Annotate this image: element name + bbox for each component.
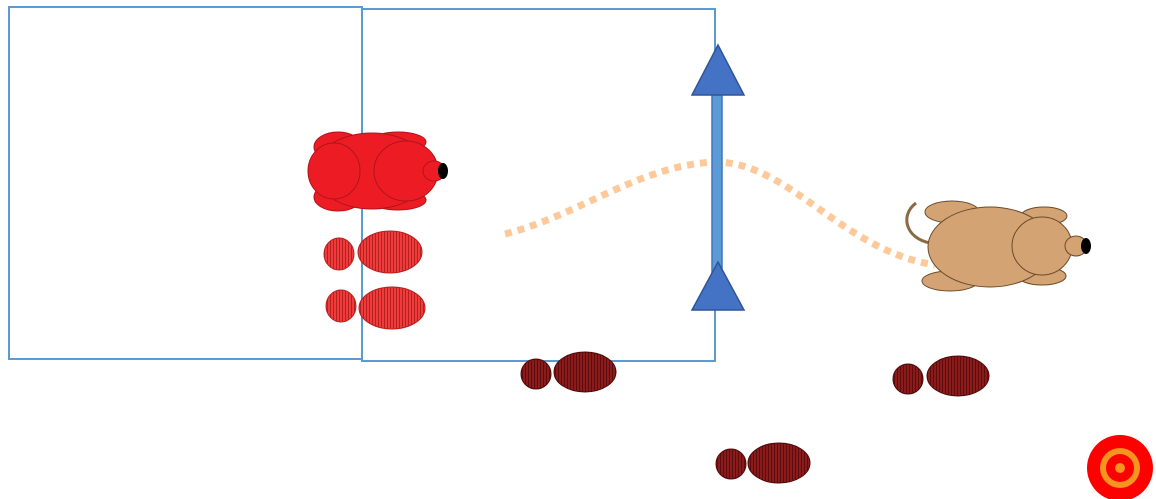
double-arrow-icon xyxy=(690,43,746,311)
target-icon xyxy=(1087,435,1153,499)
red-dog-icon xyxy=(307,131,448,212)
footprint-icon xyxy=(520,351,617,393)
footprint-icon xyxy=(715,442,811,484)
footprint-icon xyxy=(892,355,990,397)
footprint-icon xyxy=(323,230,423,274)
footprint-icon xyxy=(325,286,426,330)
left-box xyxy=(8,6,363,360)
tan-dog-icon xyxy=(905,200,1091,292)
